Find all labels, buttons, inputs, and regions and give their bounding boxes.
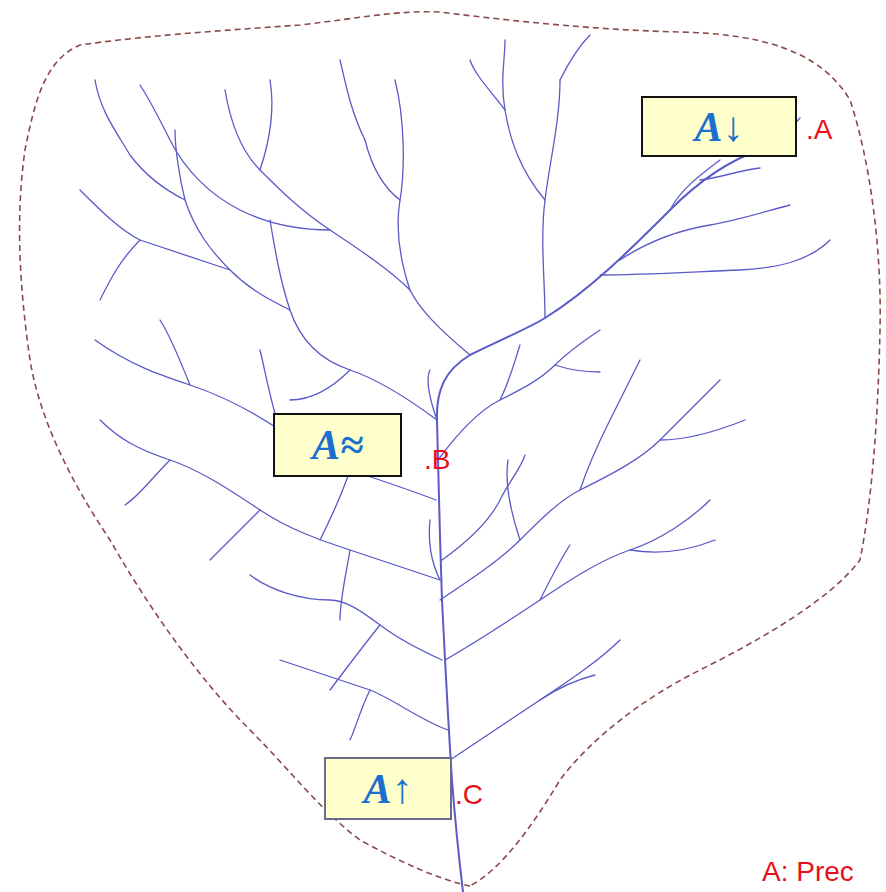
value-box: A≈ [273, 413, 402, 477]
river-network [80, 35, 830, 892]
box-text: A≈ [312, 424, 363, 466]
point-label: .B [424, 446, 450, 474]
point-label: .A [806, 116, 832, 144]
box-text: A↑ [363, 768, 412, 810]
point-label: .C [455, 781, 483, 809]
value-box: A↑ [324, 757, 452, 820]
note-text: A: Prec [762, 858, 854, 886]
value-box: A↓ [641, 96, 797, 157]
box-text: A↓ [694, 106, 743, 148]
